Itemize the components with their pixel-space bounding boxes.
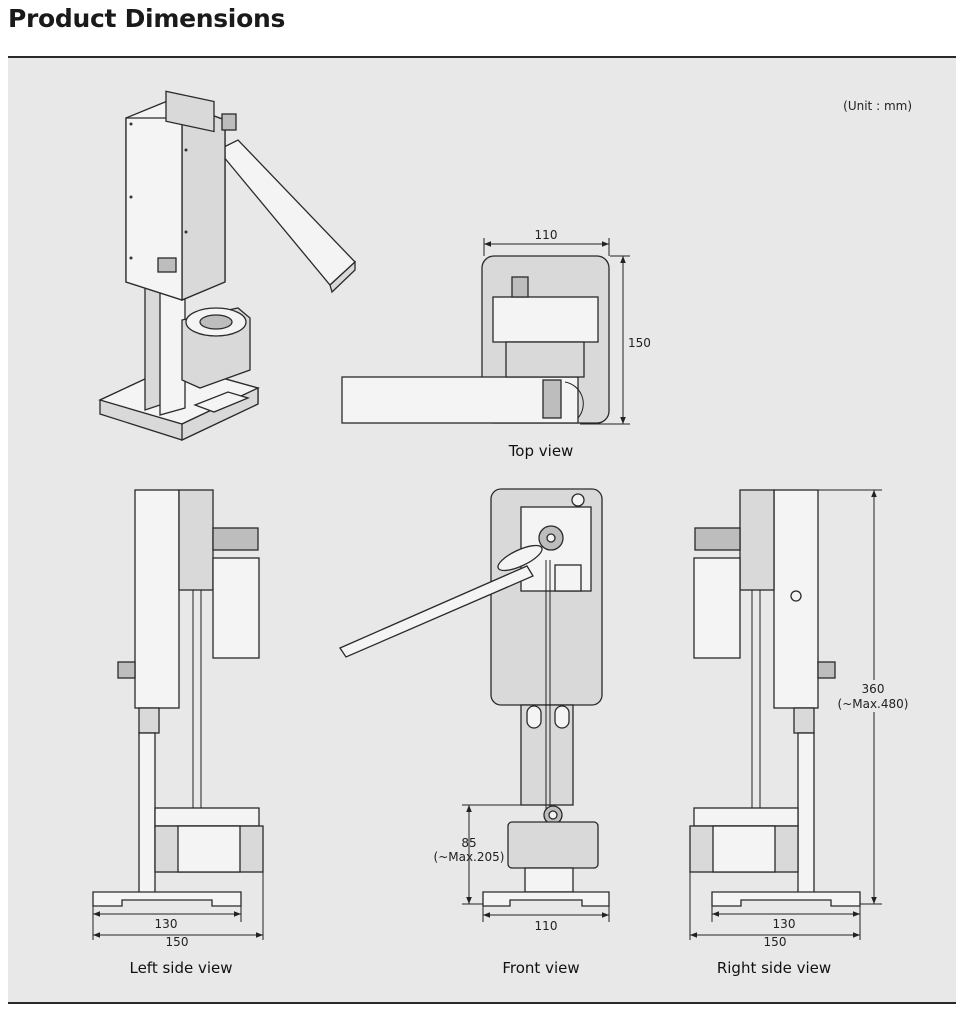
- top-view: 110 150 Top view: [341, 228, 651, 460]
- front-view-caption: Front view: [502, 959, 579, 977]
- front-view: 85 (~Max.205) 110 Front view: [339, 488, 610, 977]
- left-base-outer-label: 150: [166, 935, 189, 949]
- left-base-inner-label: 130: [155, 917, 178, 931]
- right-base-outer-label: 150: [764, 935, 787, 949]
- front-stroke-max-label: (~Max.205): [434, 850, 505, 864]
- isometric-view: [98, 90, 356, 442]
- page-title: Product Dimensions: [8, 4, 286, 33]
- front-stroke-label: 85: [461, 836, 476, 850]
- right-side-view: 360 (~Max.480) 130 150 Right side view: [689, 489, 909, 977]
- right-height-label: 360: [862, 682, 885, 696]
- right-view-caption: Right side view: [717, 959, 831, 977]
- front-base-width-label: 110: [535, 919, 558, 933]
- top-depth-label: 150: [628, 336, 651, 350]
- top-width-label: 110: [535, 228, 558, 242]
- top-view-caption: Top view: [508, 442, 574, 460]
- right-height-max-label: (~Max.480): [838, 697, 909, 711]
- left-view-caption: Left side view: [129, 959, 232, 977]
- unit-note: (Unit : mm): [843, 99, 912, 113]
- left-side-view: 130 150 Left side view: [92, 489, 264, 977]
- right-base-inner-label: 130: [773, 917, 796, 931]
